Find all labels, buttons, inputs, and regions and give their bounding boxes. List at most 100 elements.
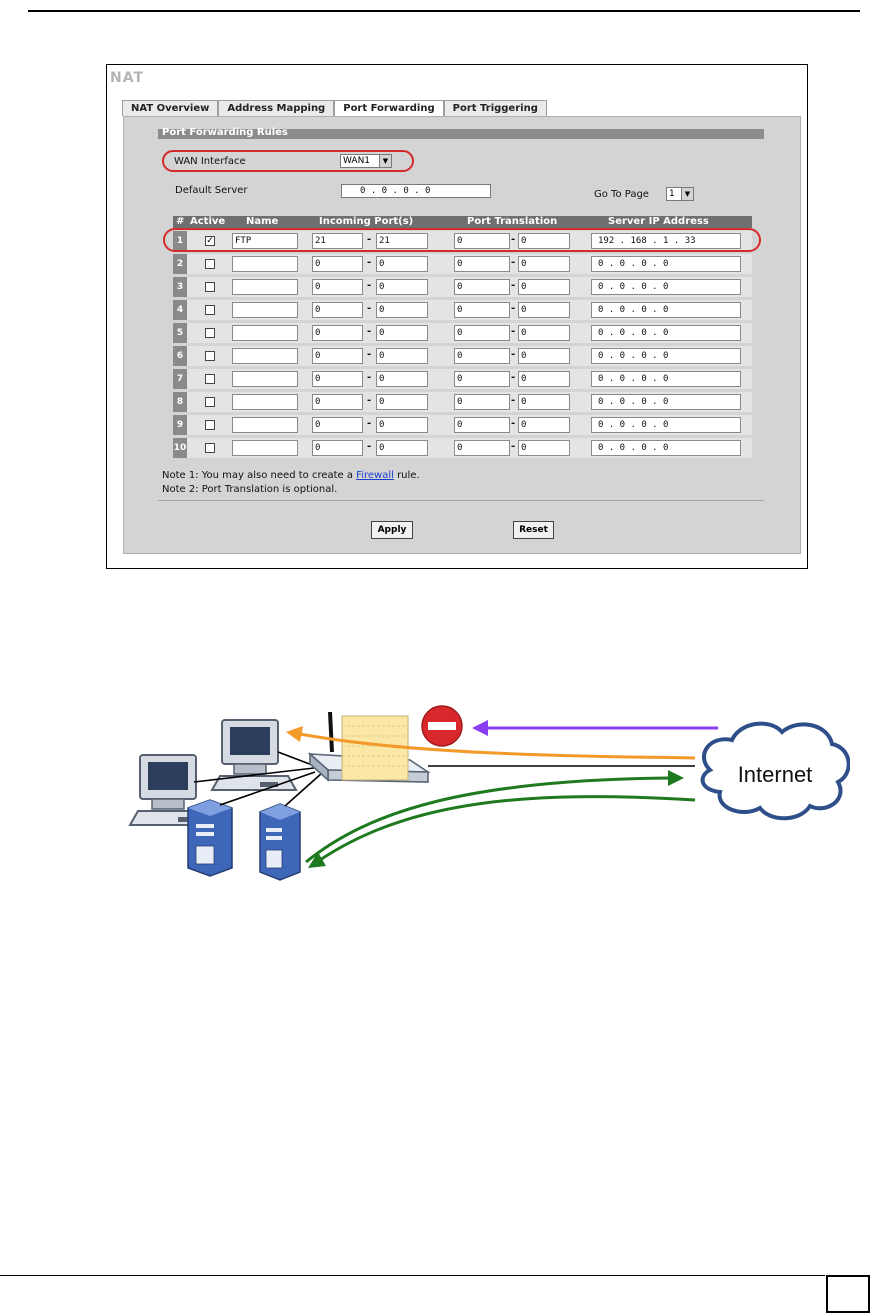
wan-interface-select[interactable]: WAN1 ▼	[340, 154, 392, 168]
incoming-port-end-input[interactable]: 0	[376, 325, 428, 341]
name-input[interactable]	[232, 348, 298, 364]
translation-port-end-input[interactable]: 0	[518, 279, 570, 295]
translation-port-end-input[interactable]: 0	[518, 256, 570, 272]
server-ip-input[interactable]: 0 . 0 . 0 . 0	[591, 371, 741, 387]
incoming-port-start-input[interactable]: 21	[312, 233, 363, 249]
translation-port-start-input[interactable]: 0	[454, 417, 510, 433]
range-dash: -	[511, 280, 516, 291]
active-checkbox[interactable]	[205, 374, 215, 384]
incoming-port-start-input[interactable]: 0	[312, 348, 363, 364]
name-input[interactable]: FTP	[232, 233, 298, 249]
range-dash: -	[367, 372, 372, 383]
go-to-page-select[interactable]: 1 ▼	[666, 187, 694, 201]
translation-port-end-input[interactable]: 0	[518, 394, 570, 410]
name-input[interactable]	[232, 440, 298, 456]
server-ip-input[interactable]: 0 . 0 . 0 . 0	[591, 394, 741, 410]
active-checkbox[interactable]	[205, 397, 215, 407]
translation-port-start-input[interactable]: 0	[454, 440, 510, 456]
range-dash: -	[367, 441, 372, 452]
incoming-port-start-input[interactable]: 0	[312, 325, 363, 341]
row-number: 1	[173, 231, 187, 251]
name-input[interactable]	[232, 325, 298, 341]
blocked-traffic-arrow	[472, 720, 718, 736]
name-input[interactable]	[232, 371, 298, 387]
name-input[interactable]	[232, 256, 298, 272]
active-checkbox[interactable]	[205, 443, 215, 453]
server-ip-input[interactable]: 0 . 0 . 0 . 0	[591, 348, 741, 364]
server-ip-input[interactable]: 192 . 168 . 1 . 33	[591, 233, 741, 249]
translation-port-end-input[interactable]: 0	[518, 371, 570, 387]
name-input[interactable]	[232, 302, 298, 318]
translation-port-start-input[interactable]: 0	[454, 325, 510, 341]
incoming-port-end-input[interactable]: 0	[376, 302, 428, 318]
translation-port-start-input[interactable]: 0	[454, 233, 510, 249]
tab-nat-overview[interactable]: NAT Overview	[122, 100, 219, 116]
forwarded-traffic-arrow	[286, 726, 696, 760]
range-dash: -	[511, 418, 516, 429]
incoming-port-end-input[interactable]: 0	[376, 256, 428, 272]
incoming-port-start-input[interactable]: 0	[312, 440, 363, 456]
translation-port-end-input[interactable]: 0	[518, 417, 570, 433]
incoming-port-start-input[interactable]: 0	[312, 302, 363, 318]
translation-port-start-input[interactable]: 0	[454, 279, 510, 295]
server-ip-input[interactable]: 0 . 0 . 0 . 0	[591, 325, 741, 341]
incoming-port-end-input[interactable]: 0	[376, 371, 428, 387]
default-server-input[interactable]: 0 . 0 . 0 . 0	[341, 184, 491, 198]
name-input[interactable]	[232, 394, 298, 410]
active-checkbox[interactable]: ✓	[205, 236, 215, 246]
incoming-port-end-input[interactable]: 0	[376, 348, 428, 364]
translation-port-start-input[interactable]: 0	[454, 371, 510, 387]
range-dash: -	[367, 326, 372, 337]
section-bar	[158, 129, 764, 139]
name-input[interactable]	[232, 279, 298, 295]
translation-port-start-input[interactable]: 0	[454, 394, 510, 410]
active-checkbox[interactable]	[205, 420, 215, 430]
incoming-port-end-input[interactable]: 21	[376, 233, 428, 249]
range-dash: -	[367, 418, 372, 429]
translation-port-end-input[interactable]: 0	[518, 302, 570, 318]
translation-port-end-input[interactable]: 0	[518, 233, 570, 249]
incoming-port-start-input[interactable]: 0	[312, 394, 363, 410]
translation-port-start-input[interactable]: 0	[454, 302, 510, 318]
server-icon	[187, 799, 233, 877]
firewall-link[interactable]: Firewall	[356, 470, 394, 481]
block-icon	[421, 705, 463, 747]
col-port-translation: Port Translation	[467, 216, 558, 227]
incoming-port-start-input[interactable]: 0	[312, 417, 363, 433]
active-checkbox[interactable]	[205, 351, 215, 361]
translation-port-start-input[interactable]: 0	[454, 348, 510, 364]
reset-button[interactable]: Reset	[513, 521, 554, 539]
incoming-port-start-input[interactable]: 0	[312, 256, 363, 272]
server-ip-input[interactable]: 0 . 0 . 0 . 0	[591, 256, 741, 272]
incoming-port-end-input[interactable]: 0	[376, 394, 428, 410]
server-ip-input[interactable]: 0 . 0 . 0 . 0	[591, 440, 741, 456]
tab-address-mapping[interactable]: Address Mapping	[218, 100, 335, 116]
incoming-port-end-input[interactable]: 0	[376, 279, 428, 295]
range-dash: -	[367, 349, 372, 360]
translation-port-end-input[interactable]: 0	[518, 325, 570, 341]
range-dash: -	[367, 280, 372, 291]
translation-port-end-input[interactable]: 0	[518, 440, 570, 456]
active-checkbox[interactable]	[205, 259, 215, 269]
tab-port-triggering[interactable]: Port Triggering	[443, 100, 547, 116]
row-number: 2	[173, 254, 187, 274]
incoming-port-end-input[interactable]: 0	[376, 440, 428, 456]
incoming-port-start-input[interactable]: 0	[312, 371, 363, 387]
apply-button[interactable]: Apply	[371, 521, 413, 539]
server-ip-input[interactable]: 0 . 0 . 0 . 0	[591, 279, 741, 295]
network-cables	[193, 751, 695, 807]
incoming-port-end-input[interactable]: 0	[376, 417, 428, 433]
name-input[interactable]	[232, 417, 298, 433]
translation-port-start-input[interactable]: 0	[454, 256, 510, 272]
range-dash: -	[511, 303, 516, 314]
tab-port-forwarding[interactable]: Port Forwarding	[334, 100, 444, 116]
server-ip-input[interactable]: 0 . 0 . 0 . 0	[591, 302, 741, 318]
active-checkbox[interactable]	[205, 305, 215, 315]
translation-port-end-input[interactable]: 0	[518, 348, 570, 364]
page-number-box	[826, 1275, 870, 1313]
active-checkbox[interactable]	[205, 282, 215, 292]
server-ip-input[interactable]: 0 . 0 . 0 . 0	[591, 417, 741, 433]
active-checkbox[interactable]	[205, 328, 215, 338]
incoming-port-start-input[interactable]: 0	[312, 279, 363, 295]
range-dash: -	[511, 372, 516, 383]
